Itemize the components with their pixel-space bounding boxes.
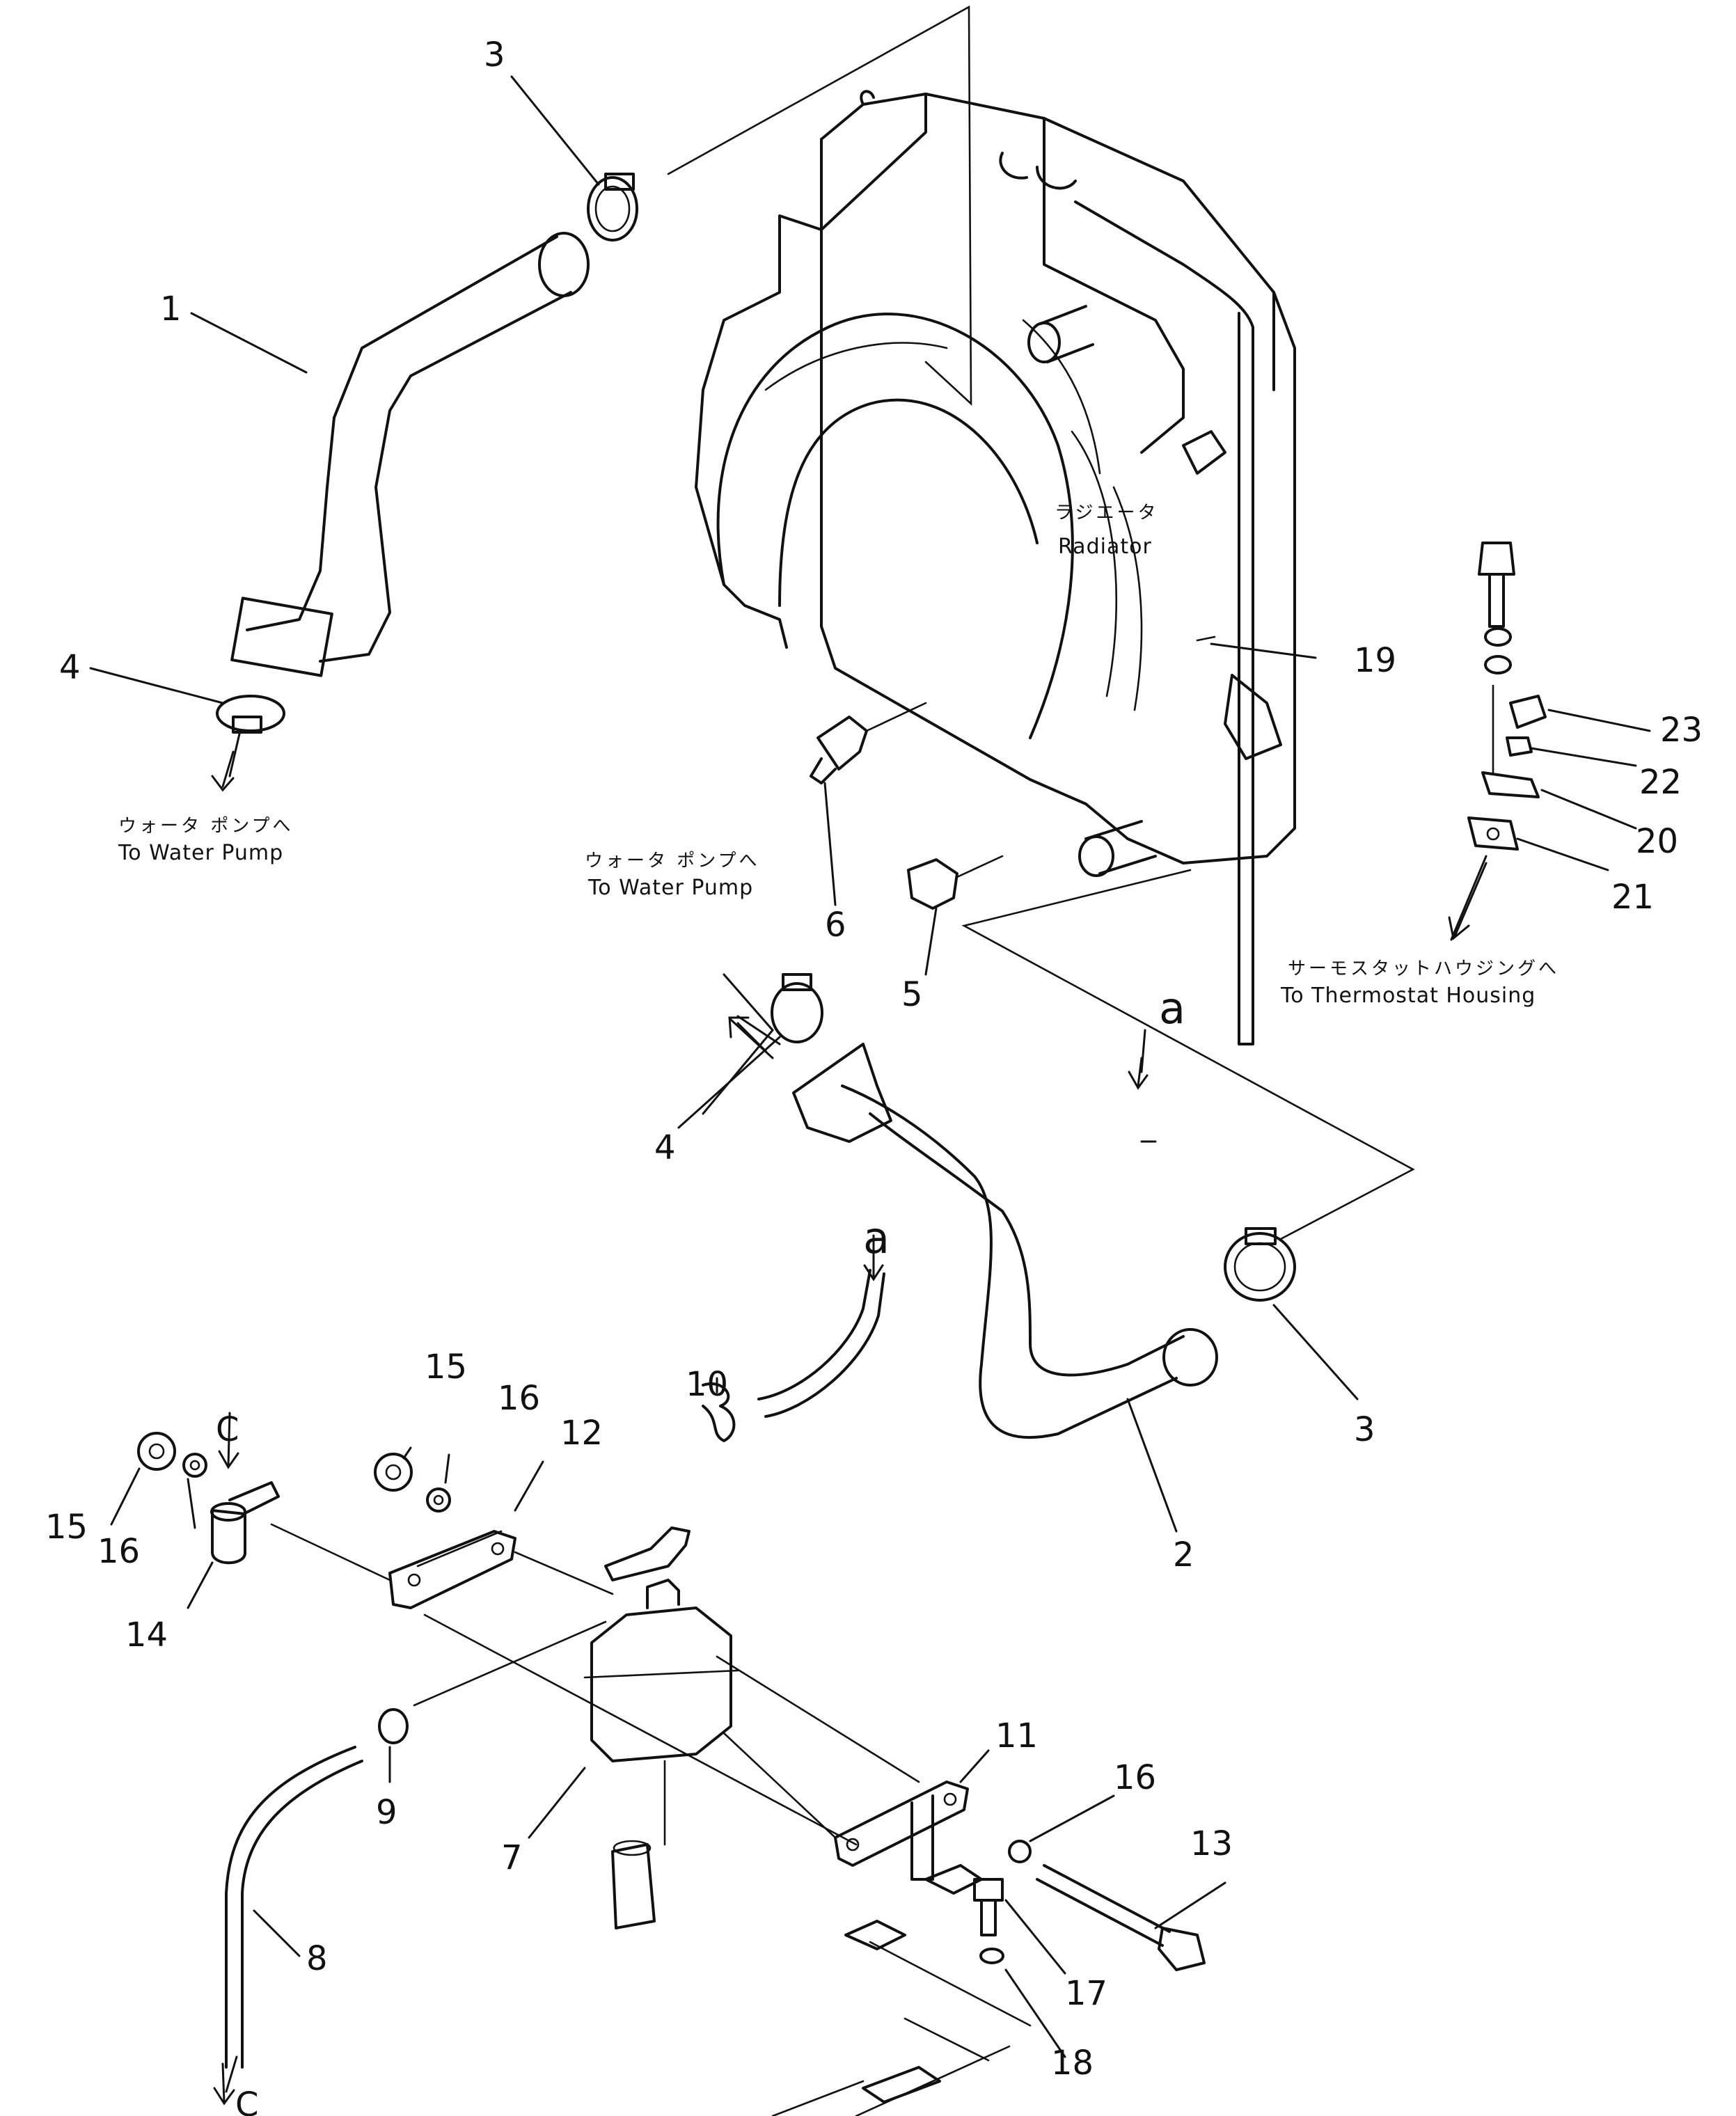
label-6: 6 (825, 906, 846, 945)
label-22: 22 (1639, 763, 1682, 802)
upper-hose-1 (230, 232, 590, 677)
label-3-upper: 3 (484, 35, 505, 74)
label-11: 11 (995, 1716, 1038, 1755)
label-16-left: 16 (97, 1532, 140, 1571)
washer-16-left (182, 1453, 207, 1478)
nut-15-left (137, 1432, 176, 1471)
label-5: 5 (901, 975, 923, 1014)
clip-9 (378, 1708, 409, 1744)
leader-lines (89, 75, 1651, 2093)
bolt-13 (1036, 1864, 1206, 1971)
water-pump-label-ja-1: ウォータ ポンプへ (118, 816, 294, 837)
label-16-right: 16 (1114, 1758, 1156, 1797)
label-18: 18 (1051, 2044, 1094, 2083)
label-23: 23 (1660, 711, 1703, 750)
ref-c-top: C (216, 1410, 239, 1449)
ref-a-top: a (863, 1213, 890, 1263)
label-3-lower: 3 (1354, 1410, 1375, 1449)
water-pump-label-en-2: To Water Pump (587, 876, 753, 900)
label-12: 12 (560, 1414, 603, 1453)
label-13: 13 (1190, 1824, 1233, 1863)
hose-clamp-4-lower (771, 973, 823, 1043)
annotations: ラジエータ Radiator ウォータ ポンプへ To Water Pump ウ… (118, 503, 1559, 1008)
washer-16-right (1008, 1840, 1032, 1863)
hose-clamp-3-lower (1224, 1227, 1296, 1302)
water-pump-label-en-1: To Water Pump (118, 841, 283, 865)
label-7: 7 (501, 1838, 523, 1877)
bracket-11 (834, 1781, 969, 1881)
radiator-assembly (667, 5, 1415, 1240)
washer-18 (979, 1948, 1004, 1964)
tube-8 (225, 1746, 363, 2069)
hose-clamp-3-upper (587, 173, 638, 242)
hose-clamp-4-upper (216, 695, 285, 734)
washer-16-mid (426, 1487, 451, 1513)
radiator-label-ja: ラジエータ (1055, 503, 1158, 523)
assembly-lines (270, 1523, 920, 1846)
label-2: 2 (1173, 1535, 1194, 1574)
bracket-12 (388, 1530, 516, 1609)
tube-a (757, 1269, 885, 1418)
label-1: 1 (160, 290, 182, 329)
elbow-fitting-5 (907, 855, 1004, 910)
reference-letters: a a C C (216, 983, 1185, 2116)
thermostat-fittings (1467, 542, 1547, 851)
label-20: 20 (1636, 822, 1678, 861)
label-19: 19 (1354, 641, 1396, 680)
label-8: 8 (306, 1939, 328, 1978)
label-4-upper: 4 (59, 648, 81, 687)
label-15-mid: 15 (425, 1348, 467, 1387)
label-9: 9 (376, 1793, 397, 1832)
label-21: 21 (1611, 878, 1654, 917)
nut-15-mid (374, 1453, 413, 1492)
part-numbers: 3 1 4 19 6 5 4 3 2 23 22 20 21 10 15 16 … (45, 35, 1703, 2083)
clip-10 (702, 1382, 736, 1442)
radiator-label-en: Radiator (1058, 535, 1152, 559)
thermostat-label-en: To Thermostat Housing (1280, 984, 1536, 1008)
reserve-tank-7 (583, 1526, 739, 1929)
label-16-mid: 16 (498, 1379, 540, 1418)
ref-a-lower: a (1159, 983, 1185, 1034)
label-14: 14 (125, 1616, 168, 1655)
cap-14 (210, 1481, 280, 1565)
label-10: 10 (686, 1365, 728, 1404)
bolt-17 (973, 1878, 1004, 1936)
thermostat-label-ja: サーモスタットハウジングへ (1288, 958, 1559, 979)
ref-c-bottom: C (235, 2085, 259, 2116)
label-17: 17 (1065, 1974, 1107, 2013)
lower-hose-2 (792, 1043, 1218, 1439)
direction-arrows (211, 750, 1488, 2106)
mount-bracket (771, 1864, 1032, 2116)
label-15-left: 15 (45, 1508, 88, 1547)
water-pump-label-ja-2: ウォータ ポンプへ (585, 851, 760, 871)
label-4-lower: 4 (654, 1128, 676, 1167)
elbow-fitting-6 (810, 702, 927, 784)
